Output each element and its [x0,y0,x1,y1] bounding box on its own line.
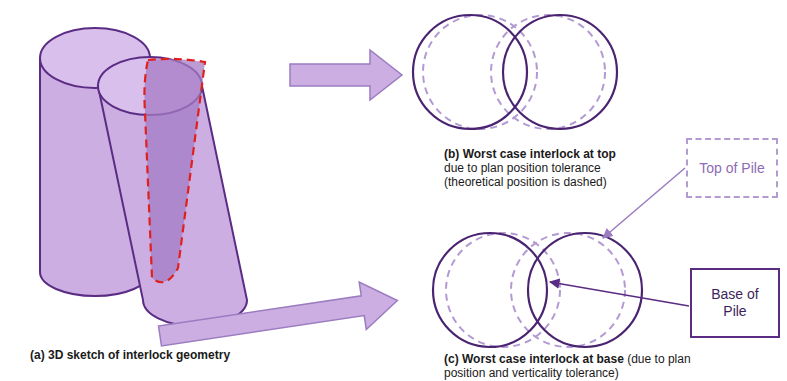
block-arrow [156,277,400,360]
base-circles [433,233,642,347]
box-text: Top of Pile [699,160,764,177]
caption-heading: (c) Worst case interlock at base [444,352,624,366]
top-circles [413,15,617,129]
caption-block: (c) Worst case interlock at base (due to… [444,352,694,380]
label-box: Top of Pile [686,138,778,198]
caption-heading: (b) Worst case interlock at top [444,147,659,161]
box-text: Base of Pile [700,286,770,320]
front-pile [98,57,247,326]
interlock-zone [144,59,205,282]
caption: (a) 3D sketch of interlock geometry [30,348,230,362]
block-arrow [290,50,402,100]
caption-note: due to plan position tolerance (theoreti… [444,161,634,189]
label-box: Base of Pile [690,268,780,338]
caption-block: (b) Worst case interlock at topdue to pl… [444,147,659,189]
leader-line [603,168,685,238]
leader-line [550,282,689,306]
